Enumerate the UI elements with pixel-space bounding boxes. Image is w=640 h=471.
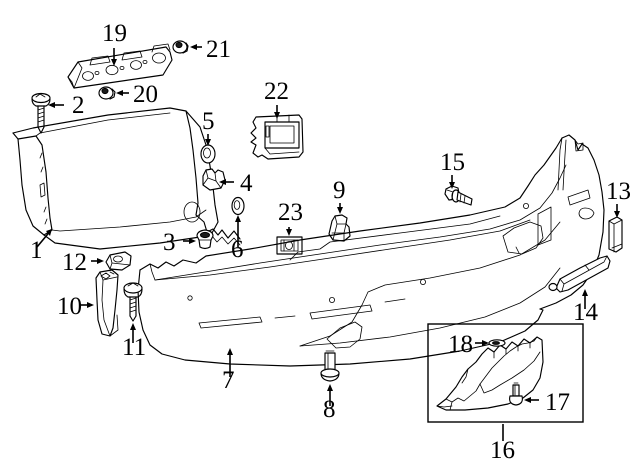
callout-numbers: 1 2 3 4 5 6 7 8 9 10 11 12 13 14 15 16 1… [30, 20, 631, 464]
part-17-push-pin-retainer [509, 382, 523, 406]
callout-label-21: 21 [206, 36, 231, 63]
callout-label-9: 9 [333, 177, 346, 204]
callout-label-13: 13 [606, 178, 631, 205]
part-12-clip-retainer [105, 251, 132, 271]
callout-label-20: 20 [133, 81, 158, 108]
part-4-retainer-clip [202, 168, 226, 191]
part-22-park-assist-module [250, 114, 304, 160]
part-9-bracket-guide [328, 214, 351, 242]
callout-label-6: 6 [231, 236, 244, 263]
part-11-screw-pan-head [123, 282, 143, 322]
part-1-quarter-panel-extension [12, 107, 241, 250]
callout-label-10: 10 [57, 293, 82, 320]
part-21-nut-flange-upper [172, 40, 189, 54]
part-23-sensor-bracket [276, 236, 303, 255]
part-15-bolt-hex-flange [444, 185, 473, 206]
callout-label-11: 11 [122, 334, 146, 361]
callout-label-5: 5 [202, 108, 215, 135]
callout-label-8: 8 [323, 396, 336, 423]
callout-label-18: 18 [448, 331, 473, 358]
part-8-bolt-flange [320, 350, 340, 382]
callout-label-17: 17 [545, 389, 570, 416]
callout-label-4: 4 [240, 170, 253, 197]
callout-label-1: 1 [30, 237, 43, 264]
part-3-grommet-nut [196, 229, 214, 250]
callout-leaders [36, 44, 620, 441]
callout-label-19: 19 [102, 20, 127, 47]
callout-label-23: 23 [278, 199, 303, 226]
callout-label-7: 7 [222, 367, 235, 394]
part-20-nut-flange [98, 86, 116, 100]
callout-label-15: 15 [440, 149, 465, 176]
part-13-end-cap-right [608, 216, 623, 253]
callout-label-22: 22 [264, 78, 289, 105]
callout-label-3: 3 [163, 229, 176, 256]
part-18-plug-oval-flat [488, 339, 506, 347]
part-6-plug-oval-small [231, 196, 245, 216]
part-14-reinforcement-strip [548, 255, 611, 293]
callout-label-12: 12 [62, 249, 87, 276]
part-2-screw-tapping [31, 92, 51, 134]
callout-label-16: 16 [490, 437, 515, 464]
callout-label-2: 2 [72, 92, 85, 119]
part-19-mounting-bracket-bar [67, 43, 173, 89]
part-5-plug-oval [200, 144, 216, 164]
part-7-bumper-cover-lower [137, 134, 605, 367]
part-10-support-bracket-left [95, 269, 119, 337]
callout-label-14: 14 [573, 299, 599, 326]
